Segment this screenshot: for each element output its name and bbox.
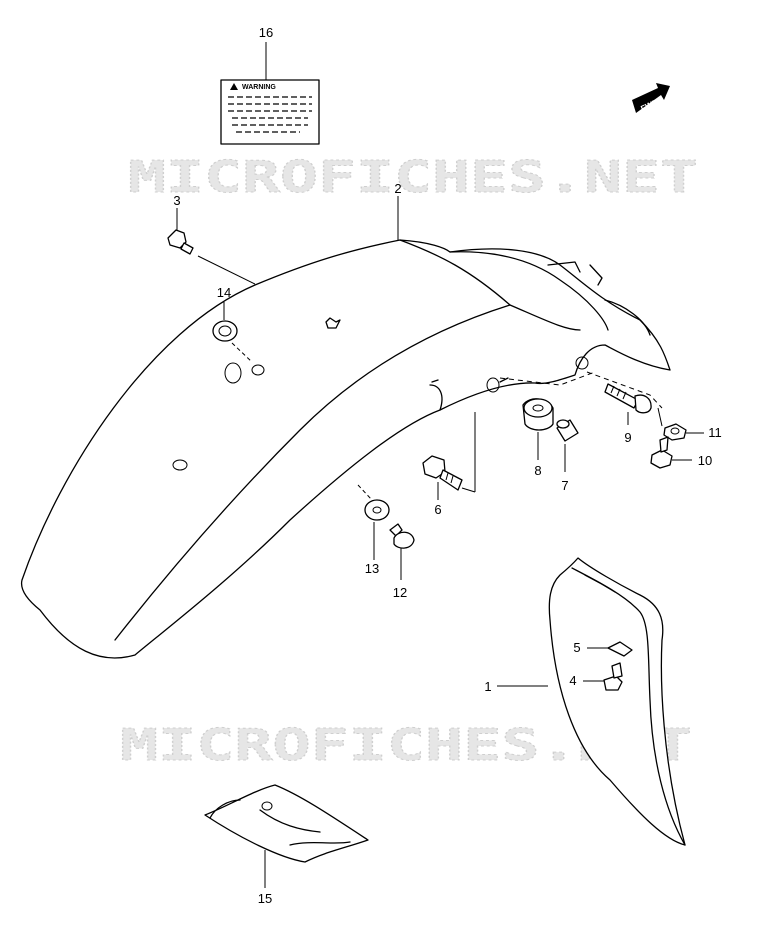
callout-7: 7 [561, 478, 568, 493]
callout-14: 14 [217, 285, 231, 300]
cloth-part[interactable] [204, 784, 369, 863]
callout-8: 8 [534, 463, 541, 478]
callout-16: 16 [259, 25, 273, 40]
screw-part-10[interactable] [650, 436, 673, 469]
callout-labels: 16 2 3 14 9 11 10 8 7 6 13 12 5 4 1 15 [173, 25, 721, 906]
warning-label-text: WARNING [242, 84, 276, 91]
callout-9: 9 [624, 430, 631, 445]
callout-5: 5 [573, 640, 580, 655]
washer-part-13[interactable] [364, 499, 390, 521]
clip-part-5[interactable] [607, 641, 633, 657]
callout-15: 15 [258, 891, 272, 906]
watermark-top: MICROFICHES.NET [128, 152, 698, 203]
callout-10: 10 [698, 453, 712, 468]
screw-part-4[interactable] [603, 662, 623, 691]
leader-lines [176, 42, 704, 888]
clip-part-3[interactable] [167, 229, 194, 255]
side-cover-part[interactable] [548, 557, 686, 846]
callout-12: 12 [393, 585, 407, 600]
callout-11: 11 [708, 425, 722, 440]
forward-arrow-icon: FWD [632, 83, 670, 113]
bolt-part-6[interactable] [422, 455, 463, 491]
callout-13: 13 [365, 561, 379, 576]
collar-part-7[interactable] [556, 419, 579, 442]
warning-label-part[interactable]: WARNING [220, 79, 320, 145]
callout-1: 1 [484, 679, 491, 694]
grommet-part-14[interactable] [212, 320, 238, 342]
callout-2: 2 [394, 181, 401, 196]
callout-6: 6 [434, 502, 441, 517]
bolt-part-9[interactable] [604, 383, 652, 414]
callout-3: 3 [173, 193, 180, 208]
nut-part-12[interactable] [389, 523, 415, 549]
nut-part-11[interactable] [663, 423, 687, 441]
callout-4: 4 [569, 673, 576, 688]
rear-fender-part[interactable] [20, 239, 671, 659]
cushion-part-8[interactable] [522, 398, 554, 431]
